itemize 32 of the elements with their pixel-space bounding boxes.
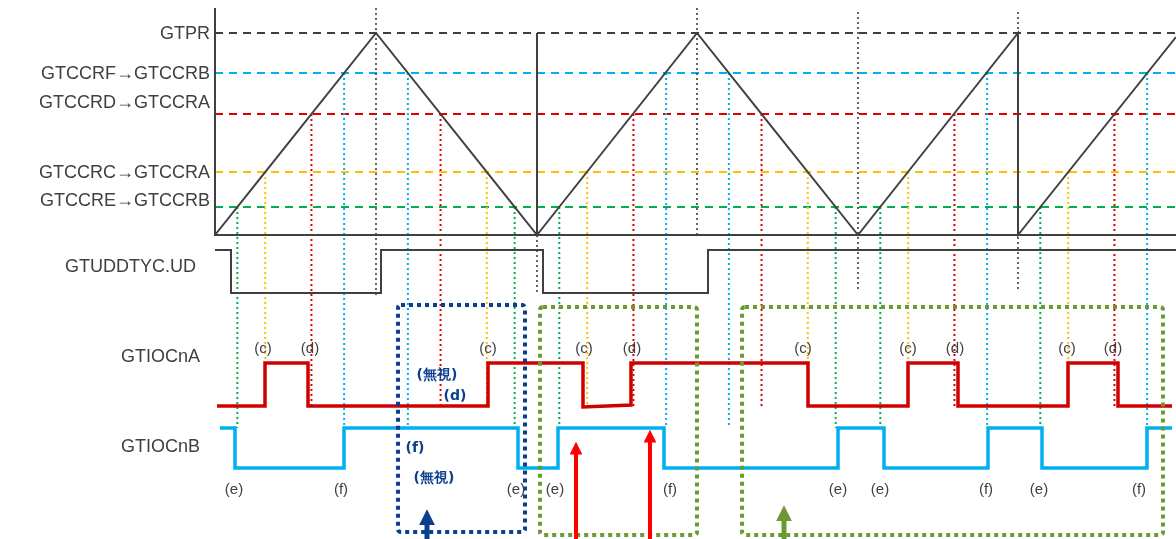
event-label: (f) bbox=[1131, 480, 1147, 496]
signal-label: GTCCRF→GTCCRB bbox=[41, 64, 210, 82]
event-label: (d) bbox=[1103, 339, 1123, 355]
note-label: (無視) bbox=[416, 367, 458, 381]
event-label: (d) bbox=[622, 339, 642, 355]
event-label: (c) bbox=[899, 339, 917, 355]
signal-label: GTIOCnB bbox=[121, 437, 200, 455]
event-label: (c) bbox=[1058, 339, 1076, 355]
event-label: (d) bbox=[945, 339, 965, 355]
event-label: (e) bbox=[506, 480, 526, 496]
event-label: (e) bbox=[224, 480, 244, 496]
event-label: (f) bbox=[333, 480, 349, 496]
event-label: (e) bbox=[870, 480, 890, 496]
event-label: (e) bbox=[545, 480, 565, 496]
note-label: (d) bbox=[443, 388, 467, 402]
note-label: (f) bbox=[405, 440, 425, 454]
signal-label: GTIOCnA bbox=[121, 347, 200, 365]
event-label: (c) bbox=[479, 339, 497, 355]
signal-label: GTPR bbox=[160, 24, 210, 42]
event-label: (c) bbox=[575, 339, 593, 355]
event-label: (d) bbox=[300, 339, 320, 355]
event-label: (e) bbox=[1029, 480, 1049, 496]
event-label: (e) bbox=[828, 480, 848, 496]
signal-label: GTCCRC→GTCCRA bbox=[39, 163, 210, 181]
event-label: (f) bbox=[662, 480, 678, 496]
signal-label: GTCCRE→GTCCRB bbox=[40, 191, 210, 209]
signal-label: GTCCRD→GTCCRA bbox=[39, 93, 210, 111]
signal-label: GTUDDTYC.UD bbox=[65, 257, 196, 275]
event-label: (c) bbox=[254, 339, 272, 355]
event-label: (c) bbox=[794, 339, 812, 355]
event-label: (f) bbox=[978, 480, 994, 496]
note-label: (無視) bbox=[413, 470, 455, 484]
